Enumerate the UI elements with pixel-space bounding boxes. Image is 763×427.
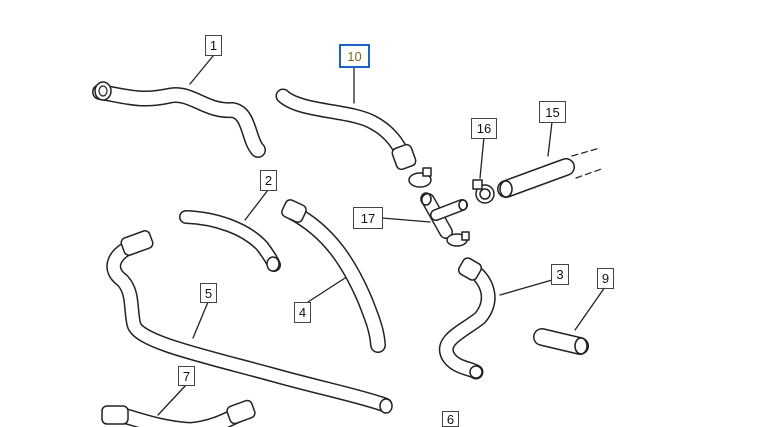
callout-part-6[interactable]: 6 [442, 411, 459, 427]
t-connector-part-17[interactable] [420, 192, 468, 239]
hose-clamp-part-16[interactable] [472, 179, 495, 204]
callout-part-2[interactable]: 2 [260, 170, 277, 191]
hose-part-5[interactable] [106, 229, 393, 414]
hose-part-10[interactable] [275, 88, 417, 171]
hose-clamp-upper[interactable] [408, 167, 432, 188]
callout-part-3[interactable]: 3 [551, 264, 569, 285]
hose-part-4[interactable] [280, 198, 386, 353]
callout-part-10-selected[interactable]: 10 [339, 44, 370, 68]
callout-part-4[interactable]: 4 [294, 302, 311, 323]
hose-part-1[interactable] [92, 81, 266, 158]
callout-part-15[interactable]: 15 [539, 101, 566, 123]
hose-part-9[interactable] [533, 328, 589, 355]
hose-part-7[interactable] [101, 399, 256, 427]
hose-part-3[interactable] [438, 256, 496, 380]
callout-part-9[interactable]: 9 [597, 268, 614, 289]
callout-part-16[interactable]: 16 [471, 118, 497, 139]
hose-clamp-lower[interactable] [446, 231, 470, 247]
leader-lines [157, 55, 606, 416]
hose-part-2[interactable] [179, 210, 281, 272]
callout-part-1[interactable]: 1 [205, 35, 222, 56]
callout-part-17[interactable]: 17 [353, 207, 383, 229]
callout-part-7[interactable]: 7 [178, 366, 195, 386]
callout-part-5[interactable]: 5 [200, 283, 217, 303]
hose-part-15[interactable] [497, 147, 605, 198]
